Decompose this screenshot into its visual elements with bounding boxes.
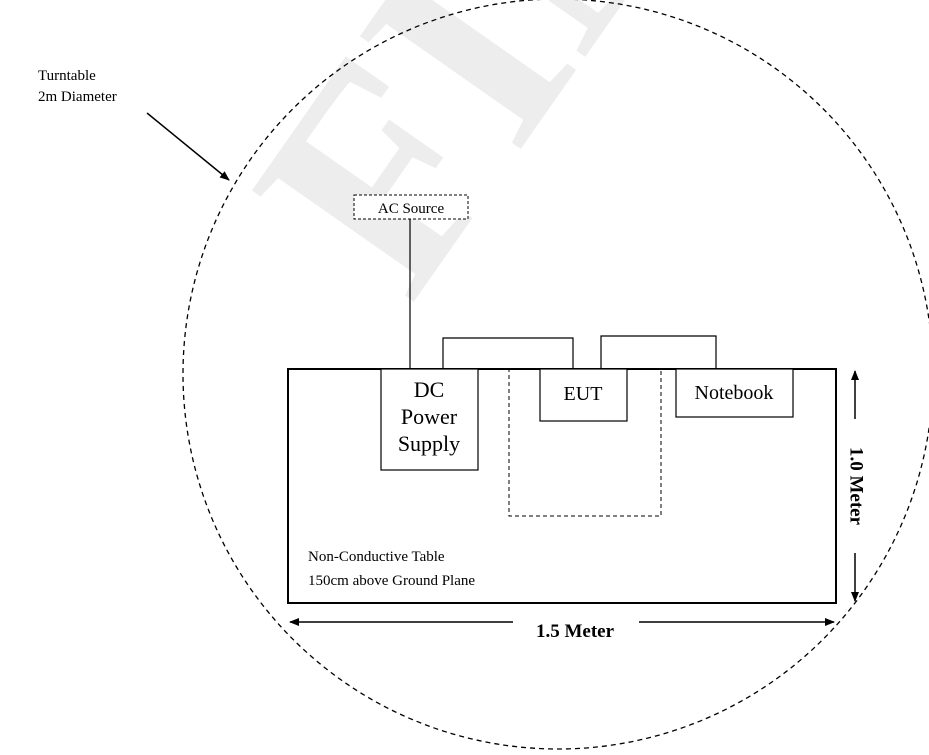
depth-dimension-label: 1.0 Meter — [846, 447, 867, 526]
turntable-label-line2: 2m Diameter — [38, 89, 117, 105]
table-label-line2: 150cm above Ground Plane — [308, 573, 475, 589]
eut-box — [539, 368, 628, 422]
ac-source-label: AC Source — [378, 201, 445, 217]
dc-power-supply-box — [380, 368, 479, 471]
notebook-box — [675, 368, 794, 418]
eut-to-notebook-cable — [600, 335, 717, 369]
dc-power-supply-line1: DC — [414, 377, 445, 402]
turntable-label-line1: Turntable — [38, 68, 96, 84]
table-label-line1: Non-Conductive Table — [308, 549, 445, 565]
eut-label: EUT — [564, 383, 603, 405]
width-dimension-label: 1.5 Meter — [536, 621, 615, 642]
eut-area — [508, 368, 662, 517]
dc-power-supply-line2: Power — [401, 404, 458, 429]
dc-to-eut-cable — [442, 337, 574, 369]
notebook-label: Notebook — [695, 382, 774, 404]
dc-power-supply-line3: Supply — [398, 431, 460, 456]
watermark: FIN — [191, 0, 759, 345]
turntable-circle — [182, 0, 929, 750]
ac-source-box — [353, 194, 469, 220]
turntable-pointer-arrow — [146, 112, 230, 181]
